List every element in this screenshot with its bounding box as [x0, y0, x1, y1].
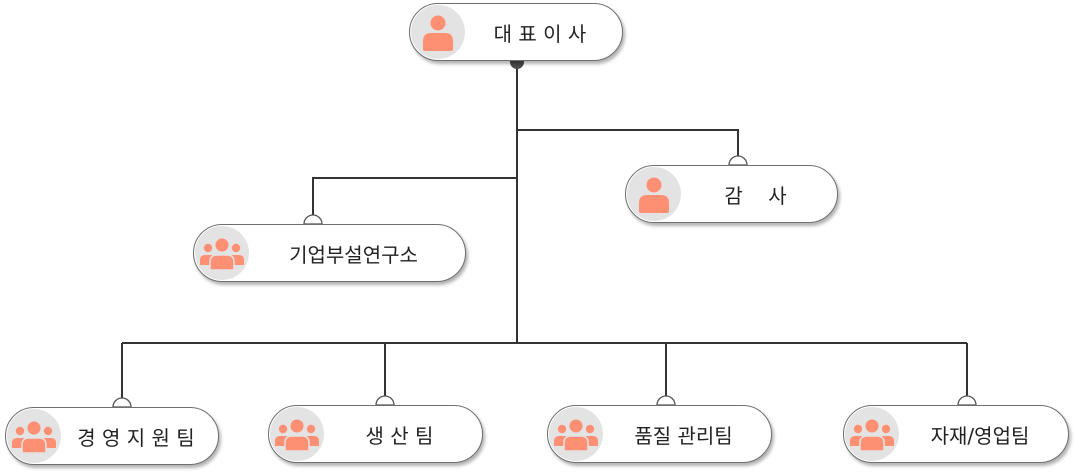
- rnd-avatar: [195, 226, 249, 280]
- group-icon: [200, 238, 244, 271]
- person-icon: [639, 177, 669, 213]
- sales-label: 자재/영업팀: [930, 423, 1030, 448]
- prod-label: 생 산 팀: [365, 423, 434, 448]
- connector-auditor: [517, 129, 739, 158]
- sales-connector-cap: [957, 395, 977, 406]
- node-rnd[interactable]: 기업부설연구소: [193, 224, 466, 282]
- mgmt-avatar: [7, 409, 61, 463]
- auditor-connector-cap: [728, 155, 748, 166]
- node-qa[interactable]: 품질 관리팀: [547, 405, 772, 463]
- mgmt-label: 경 영 지 원 팀: [77, 425, 195, 450]
- node-prod[interactable]: 생 산 팀: [268, 405, 483, 463]
- rnd-label: 기업부설연구소: [289, 242, 418, 267]
- mgmt-connector-cap: [112, 397, 132, 408]
- prod-connector-cap: [375, 395, 395, 406]
- auditor-label: 감 사: [724, 183, 787, 208]
- node-sales[interactable]: 자재/영업팀: [843, 405, 1069, 463]
- qa-avatar: [549, 407, 603, 461]
- node-mgmt[interactable]: 경 영 지 원 팀: [5, 407, 219, 465]
- connector-rnd: [312, 177, 517, 216]
- sales-avatar: [845, 407, 899, 461]
- node-ceo[interactable]: 대 표 이 사: [409, 3, 623, 61]
- group-icon: [554, 419, 598, 452]
- group-icon: [275, 419, 319, 452]
- group-icon: [12, 421, 56, 454]
- rnd-connector-cap: [303, 214, 323, 225]
- ceo-label: 대 표 이 사: [493, 21, 587, 46]
- group-icon: [850, 419, 894, 452]
- prod-avatar: [270, 407, 324, 461]
- auditor-avatar: [627, 167, 681, 221]
- qa-connector-cap: [656, 395, 676, 406]
- person-icon: [423, 15, 453, 51]
- qa-label: 품질 관리팀: [634, 423, 733, 448]
- node-auditor[interactable]: 감 사: [625, 165, 838, 223]
- ceo-avatar: [411, 5, 465, 59]
